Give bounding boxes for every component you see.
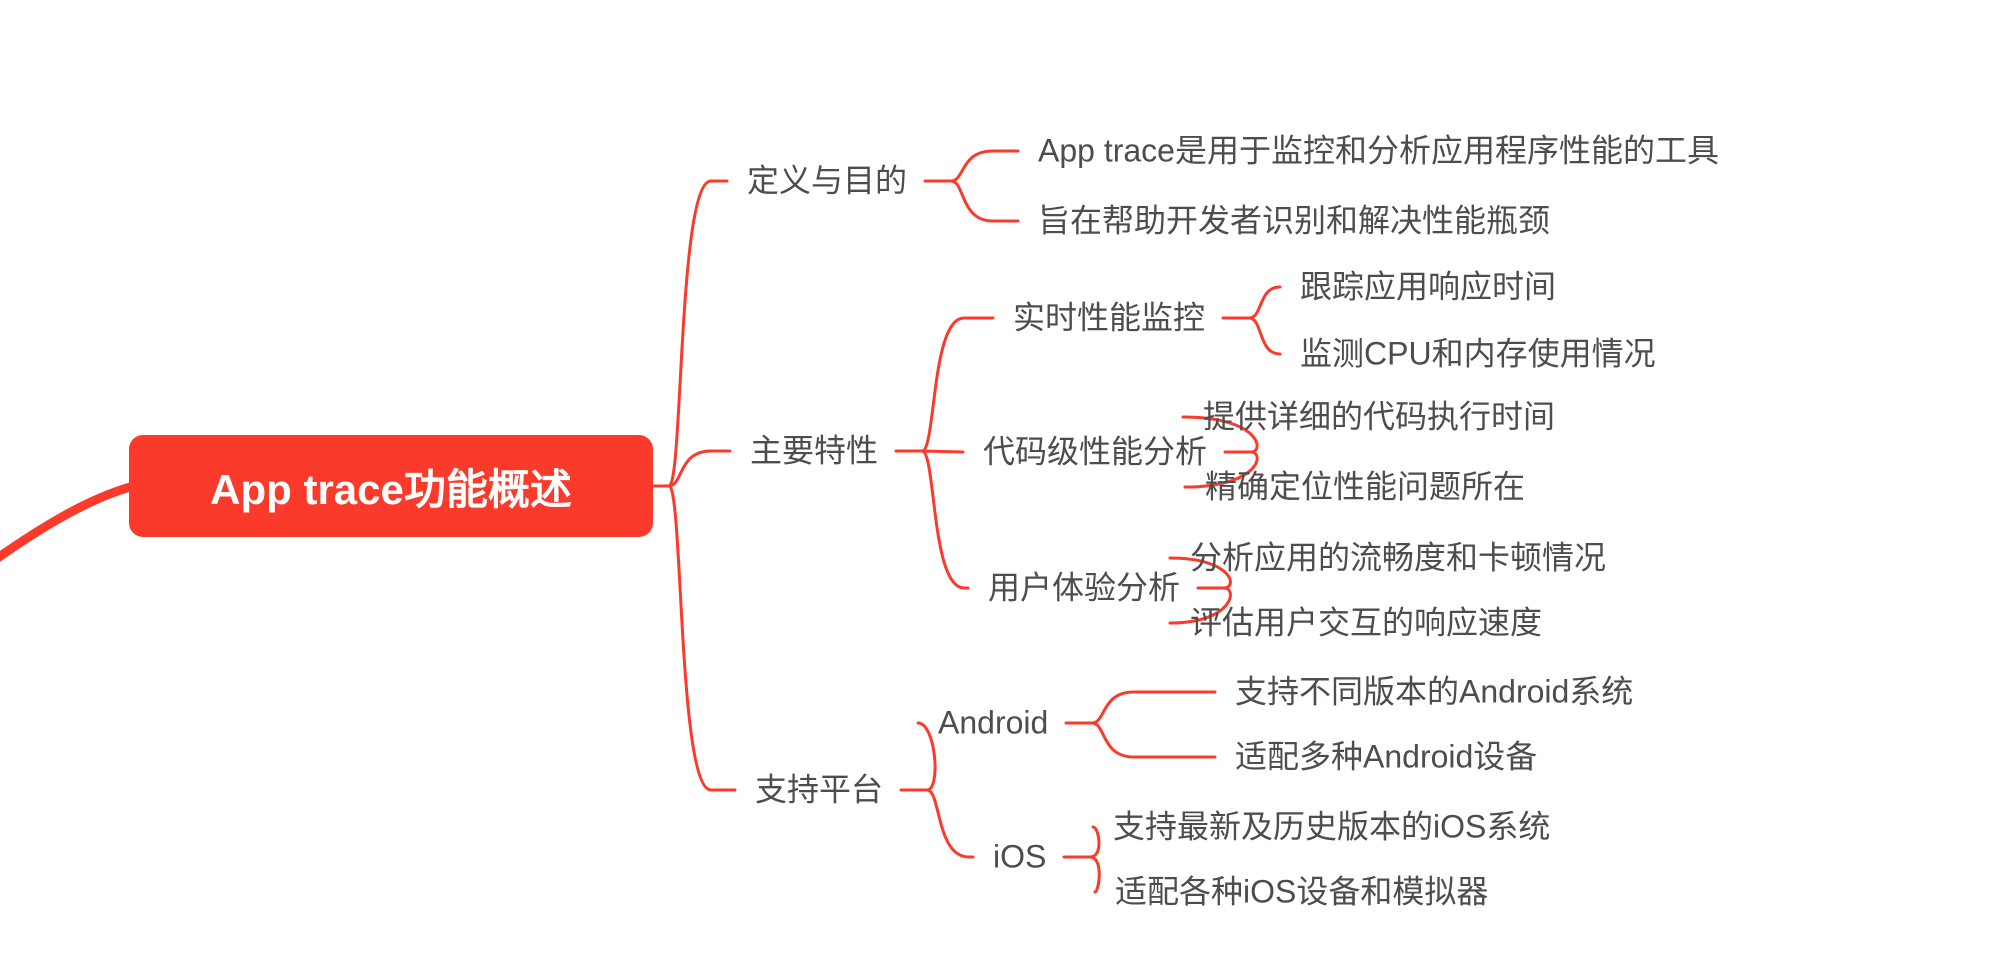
connector-an-an2: [1090, 721, 1217, 759]
connector-rt-rt2: [1247, 316, 1282, 356]
node-root-topic[interactable]: App trace功能概述: [129, 435, 653, 537]
connector-root-feat: [667, 449, 732, 488]
connector-code-code2: [1183, 450, 1259, 489]
node-android-detail-1[interactable]: 支持不同版本的Android系统: [1235, 673, 1634, 710]
root-trunk-curve: [0, 481, 139, 562]
connector-root-plat: [667, 484, 737, 792]
node-code-detail-1[interactable]: 提供详细的代码执行时间: [1203, 398, 1556, 435]
connector-feat-code: [920, 449, 965, 454]
connector-ux-ux2: [1168, 586, 1232, 625]
connector-feat-ux: [920, 449, 970, 590]
connector-rt-rt1: [1247, 285, 1282, 320]
node-realtime-detail-2[interactable]: 监测CPU和内存使用情况: [1300, 335, 1656, 372]
node-supported-platforms[interactable]: 支持平台: [755, 771, 884, 808]
node-ux-analysis[interactable]: 用户体验分析: [988, 569, 1181, 606]
connector-def-def2: [949, 179, 1020, 223]
node-code-level-profiling[interactable]: 代码级性能分析: [983, 433, 1208, 470]
node-android[interactable]: Android: [938, 704, 1049, 741]
node-ios-detail-2[interactable]: 适配各种iOS设备和模拟器: [1115, 873, 1489, 910]
node-realtime-detail-1[interactable]: 跟踪应用响应时间: [1300, 268, 1557, 305]
node-ux-detail-1[interactable]: 分析应用的流畅度和卡顿情况: [1190, 539, 1607, 576]
node-definition-detail-2[interactable]: 旨在帮助开发者识别和解决性能瓶颈: [1038, 202, 1551, 239]
node-main-features[interactable]: 主要特性: [750, 432, 879, 469]
node-ux-detail-2[interactable]: 评估用户交互的响应速度: [1190, 604, 1543, 641]
connector-ux-ux1: [1168, 556, 1232, 590]
node-ios[interactable]: iOS: [993, 838, 1047, 875]
connector-an-an1: [1090, 690, 1217, 725]
connector-root-def: [667, 179, 729, 488]
node-definition-purpose[interactable]: 定义与目的: [747, 162, 908, 199]
connector-feat-rt: [920, 316, 995, 453]
connector-io-io2: [1088, 855, 1101, 894]
node-android-detail-2[interactable]: 适配多种Android设备: [1235, 738, 1538, 775]
connector-def-def1: [949, 149, 1020, 183]
node-definition-detail-1[interactable]: App trace是用于监控和分析应用程序性能的工具: [1038, 132, 1719, 169]
node-realtime-monitoring[interactable]: 实时性能监控: [1013, 299, 1206, 336]
node-ios-detail-1[interactable]: 支持最新及历史版本的iOS系统: [1113, 808, 1551, 845]
connector-plat-io: [925, 788, 975, 859]
connector-code-code1: [1181, 415, 1259, 454]
connector-io-io1: [1088, 825, 1101, 859]
node-code-detail-2[interactable]: 精确定位性能问题所在: [1205, 468, 1526, 505]
connector-plat-an: [916, 721, 937, 792]
